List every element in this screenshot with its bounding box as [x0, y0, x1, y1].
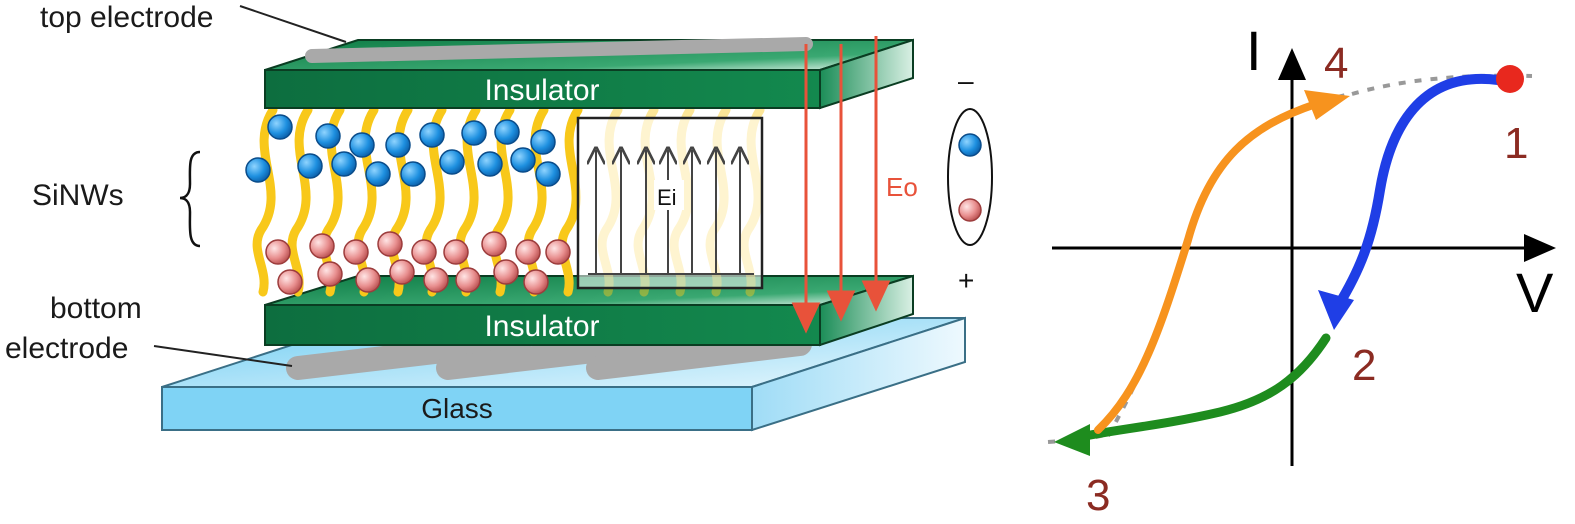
electron [461, 120, 487, 146]
hole [309, 233, 335, 259]
hole [443, 239, 469, 265]
dashed-trace-orange [1106, 92, 1351, 437]
electron [349, 132, 375, 158]
iv-point-label-3: 3 [1086, 471, 1110, 519]
hole [277, 269, 303, 295]
minus-sign: – [958, 65, 974, 96]
dipole-electron [958, 133, 982, 157]
inner-field-arrows [588, 150, 754, 275]
bottom-electrode-label-line1: bottom [50, 292, 142, 325]
hole [265, 239, 291, 265]
top-insulator-label: Insulator [484, 74, 599, 107]
top-electrode-pointer [239, 5, 347, 43]
y-axis-label: I [1246, 19, 1262, 82]
hole [355, 267, 381, 293]
iv-segment-2-3 [1071, 333, 1331, 443]
holes [265, 231, 571, 295]
electron [315, 123, 341, 149]
iv-arrowhead-3 [1054, 424, 1090, 456]
hole [493, 259, 519, 285]
iv-segment-1-2 [1333, 73, 1503, 311]
electron [400, 161, 426, 187]
nanowire [252, 105, 278, 297]
electron [419, 122, 445, 148]
iv-segment-3-4 [1094, 100, 1320, 434]
plus-sign: + [958, 265, 974, 296]
hole [317, 261, 343, 287]
outer-field-arrows [791, 36, 891, 334]
hole [411, 239, 437, 265]
nanowire [557, 105, 583, 297]
electron [385, 132, 411, 158]
electron [510, 147, 536, 173]
hole [343, 239, 369, 265]
electron [267, 114, 293, 140]
electron [535, 161, 561, 187]
sinws-brace [179, 150, 201, 248]
x-axis-arrow [1524, 234, 1556, 262]
electron [365, 161, 391, 187]
inner-field-label: Ei [657, 185, 677, 210]
outer-field-label: Eo [886, 172, 918, 202]
x-axis-label: V [1516, 261, 1554, 324]
top-electrode-label: top electrode [40, 1, 213, 34]
hole [377, 231, 403, 257]
electron [297, 153, 323, 179]
hole [455, 267, 481, 293]
iv-point-label-1: 1 [1504, 119, 1528, 168]
iv-point-label-2: 2 [1352, 341, 1376, 390]
iv-point-label-4: 4 [1324, 39, 1348, 88]
top-electrode [305, 37, 813, 63]
dashed-trace-top [1351, 73, 1533, 96]
electron [494, 119, 520, 145]
iv-arrowhead-4 [1304, 90, 1350, 120]
electron [477, 151, 503, 177]
nanowire [287, 105, 313, 297]
hole [515, 239, 541, 265]
hole [545, 239, 571, 265]
bottom-electrode-label-line2: electrode [5, 332, 128, 365]
hole [481, 231, 507, 257]
iv-point-1 [1496, 65, 1524, 93]
y-axis-arrow [1278, 48, 1306, 80]
hole [423, 267, 449, 293]
iv-plot: I V 1 2 3 4 [1047, 19, 1556, 520]
hole [523, 269, 549, 295]
electron [530, 129, 556, 155]
electron [331, 151, 357, 177]
iv-arrowhead-2 [1318, 290, 1354, 330]
electrons [245, 114, 561, 187]
glass-label: Glass [421, 393, 493, 424]
hole [389, 259, 415, 285]
dipole-legend: – + [947, 65, 993, 296]
bottom-electrode-strips [286, 330, 812, 380]
inner-field-box: Ei [576, 116, 764, 290]
sinws-label: SiNWs [32, 179, 124, 212]
dipole-hole [958, 198, 982, 222]
electron [245, 157, 271, 183]
bottom-electrode-pointer [153, 345, 293, 367]
bottom-insulator-label: Insulator [484, 310, 599, 343]
electron [439, 149, 465, 175]
